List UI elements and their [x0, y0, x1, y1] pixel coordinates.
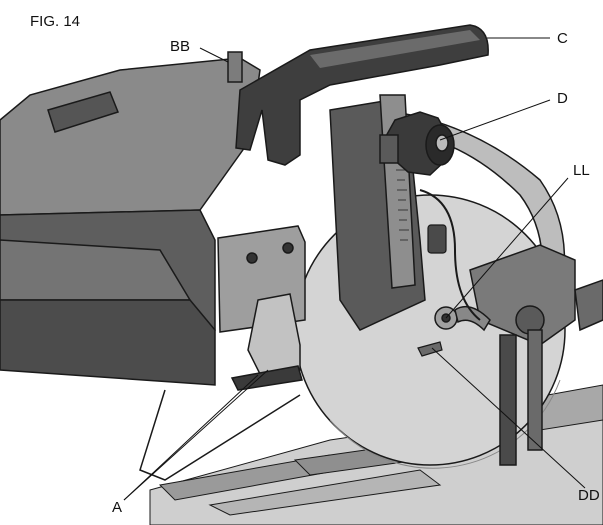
- guard-link: [139, 389, 301, 481]
- lock-post: [227, 51, 243, 83]
- handle: [235, 24, 489, 166]
- motor-housing: [0, 57, 261, 386]
- callout-d: D: [557, 90, 568, 107]
- guard-bracket: [469, 244, 603, 466]
- callout-c: C: [557, 30, 568, 47]
- callout-dd: DD: [578, 487, 600, 504]
- kerf-indicator: [417, 341, 443, 357]
- figure-number: FIG. 14: [30, 13, 81, 30]
- callout-ll: LL: [573, 162, 590, 179]
- column-nut: [427, 224, 447, 254]
- guard-cable: [419, 189, 481, 321]
- bevel-knob: [379, 111, 455, 176]
- callout-a: A: [112, 499, 123, 516]
- lock-lever-assembly: [217, 225, 306, 391]
- callout-bb: BB: [170, 38, 191, 55]
- leader-lines: [123, 37, 586, 501]
